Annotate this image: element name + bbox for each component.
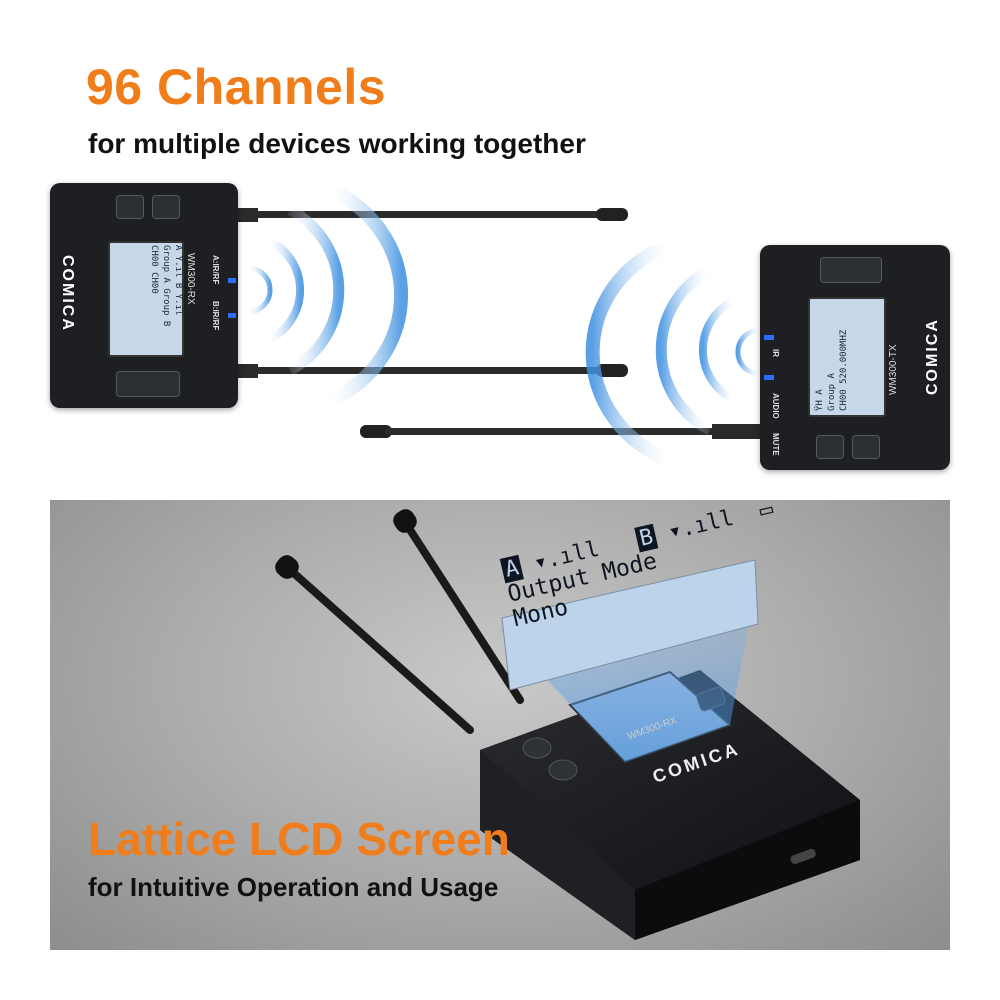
transmitter-led-audio [764, 375, 774, 380]
transmitter-device: ŸH A Group A CH00 520.000MHZ COMICA WM30… [760, 245, 950, 470]
receiver-device: A Ÿ.ıl B Ÿ.ıl Group A Group B CH00 CH00 … [50, 183, 238, 408]
transmitter-led-ir [764, 335, 774, 340]
product-usb-port [790, 848, 816, 865]
receiver-label-b: B:IR/RF [211, 301, 220, 331]
transmitter-lcd: ŸH A Group A CH00 520.000MHZ [808, 297, 886, 417]
product-antenna-left [275, 555, 474, 734]
receiver-label-a: A:IR/RF [211, 255, 220, 285]
receiver-signal-waves [247, 183, 408, 407]
product-body [480, 670, 860, 940]
lcd-badge-b: B [634, 523, 659, 553]
transmitter-lcd-line-2: Group A [827, 373, 837, 411]
product-illustration [275, 509, 860, 940]
antenna-wave-graphic [238, 183, 761, 467]
product-photo: A ▾.ıll B ▾.ıll ▭ Output Mode Mono COMIC… [50, 500, 950, 950]
receiver-button-1[interactable] [116, 195, 144, 219]
transmitter-lcd-line-1: ŸH A [815, 389, 825, 411]
product-set-button [548, 759, 578, 781]
product-antenna-right [393, 509, 524, 704]
transmitter-lcd-line-3: CH00 520.000MHZ [839, 329, 849, 411]
floating-lcd-panel [501, 559, 759, 691]
transmitter-brand-logo: COMICA [924, 318, 941, 395]
receiver-antenna-bottom [238, 364, 628, 378]
transmitter-model-label: WM300-TX [888, 344, 899, 395]
subline: for multiple devices working together [88, 128, 586, 159]
transmitter-signal-waves [585, 238, 761, 467]
transmitter-label-mute: MUTE [771, 433, 780, 456]
transmitter-button-1[interactable] [816, 435, 844, 459]
receiver-nav-button[interactable] [116, 371, 180, 397]
headline: 96 Channels [86, 59, 387, 115]
receiver-brand-logo: COMICA [59, 255, 76, 332]
receiver-lcd-line-3: CH00 CH00 [149, 245, 159, 294]
transmitter-label-ir: IR [771, 349, 780, 357]
product-power-button [522, 737, 552, 759]
receiver-lcd: A Ÿ.ıl B Ÿ.ıl Group A Group B CH00 CH00 [108, 241, 184, 357]
receiver-antenna-top [238, 208, 628, 222]
receiver-lcd-line-1: A Ÿ.ıl B Ÿ.ıl [173, 245, 183, 316]
receiver-led-a [228, 278, 236, 283]
transmitter-label-audio: AUDIO [771, 393, 780, 419]
feature-subtitle: for Intuitive Operation and Usage [88, 872, 499, 902]
receiver-lcd-line-2: Group A Group B [161, 245, 171, 327]
receiver-model-label: WM300-RX [185, 253, 196, 305]
receiver-led-b [228, 313, 236, 318]
transmitter-button-2[interactable] [852, 435, 880, 459]
feature-title: Lattice LCD Screen [88, 813, 510, 865]
receiver-button-2[interactable] [152, 195, 180, 219]
transmitter-nav-button[interactable] [820, 257, 882, 283]
